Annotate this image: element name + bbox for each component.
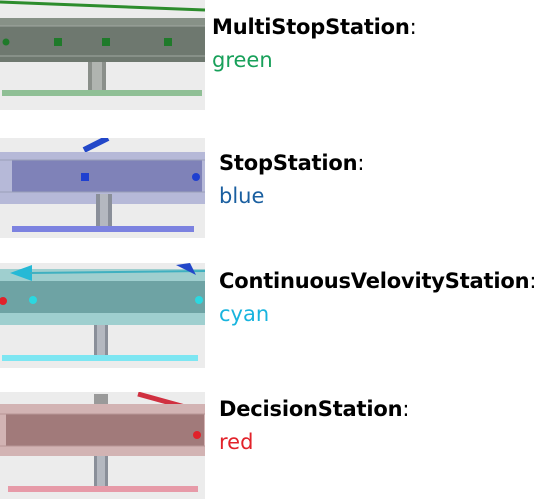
station-label-stop: StopStation: blue [219,153,364,207]
station-name-colon: : [529,269,537,293]
station-label-multistop: MultiStopStation: green [212,17,417,71]
multistop-station-thumbnail [0,0,205,110]
station-name: StopStation [219,151,358,175]
station-label-decision: DecisionStation: red [219,399,409,453]
station-name: MultiStopStation [212,15,410,39]
station-name: DecisionStation [219,397,403,421]
continuous-velocity-station-thumbnail [0,263,205,368]
stop-station-thumbnail [0,138,205,238]
station-label-continuous-velocity: ContinuousVelovityStation: cyan [219,271,536,325]
station-name-colon: : [402,397,410,421]
station-color-word: green [212,48,273,72]
station-color-word: blue [219,184,265,208]
station-color-word: cyan [219,302,270,326]
station-name: ContinuousVelovityStation [219,269,530,293]
station-name-colon: : [357,151,365,175]
decision-station-thumbnail [0,392,205,499]
station-name-colon: : [409,15,417,39]
station-color-word: red [219,430,254,454]
